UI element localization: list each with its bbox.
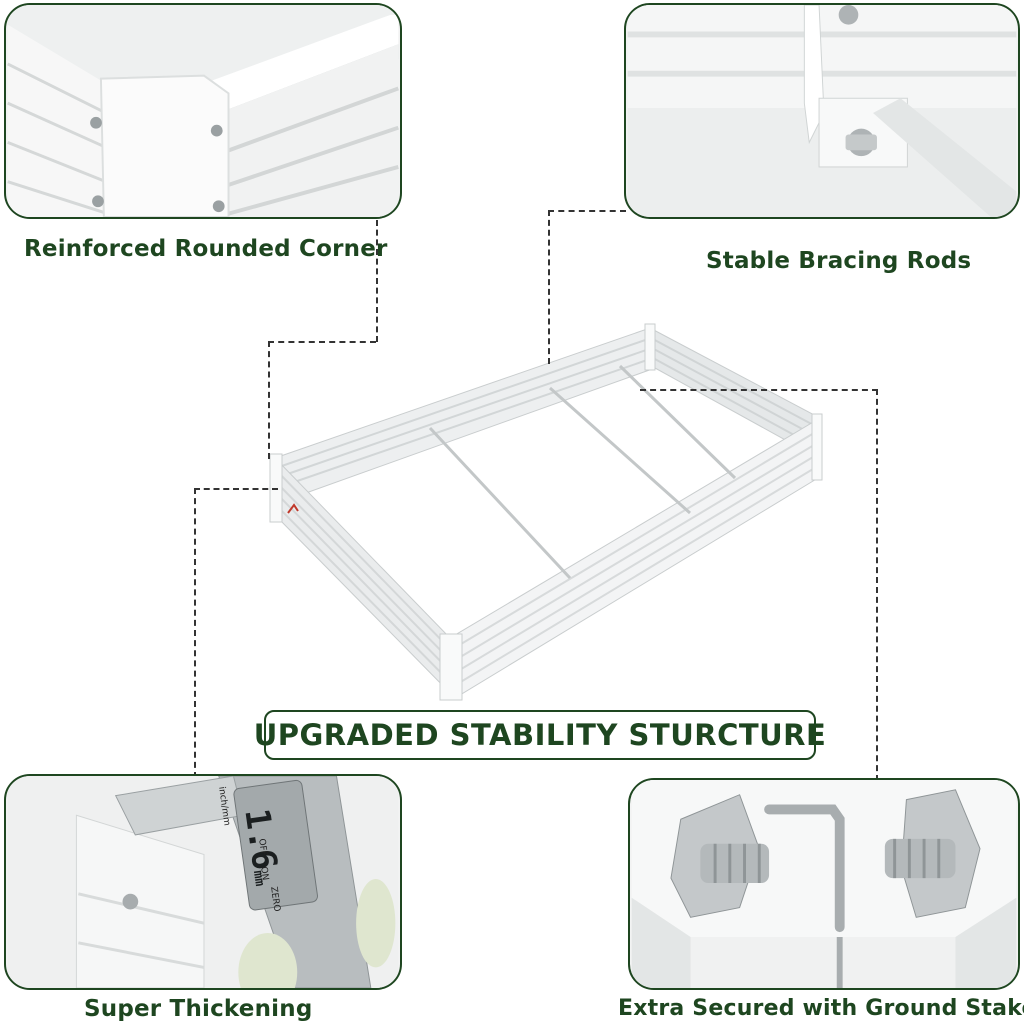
connector-line [640,389,878,391]
feature-caption-stakes: Extra Secured with Ground Stakes [618,996,1024,1021]
connector-line [268,341,376,343]
ground-stakes-illustration [631,780,1017,988]
wing-nut-icon [670,794,770,918]
caliper-illustration [7,776,399,988]
connector-line [194,488,196,778]
connector-line [548,210,626,212]
wing-nut-icon [838,5,859,25]
feature-caption-corner: Reinforced Rounded Corner [24,236,388,262]
thickness-detail-image: inch/mm 1.6mm OFF ON ZERO [4,774,402,990]
corner-illustration [7,5,399,217]
feature-caption-thickness: Super Thickening [84,996,313,1022]
brand-logo-icon [287,503,299,514]
caliper-button-on: ON [258,866,270,882]
screw-icon [122,893,139,910]
connector-line [876,389,878,781]
section-headline: UPGRADED STABILITY STURCTURE [254,710,826,760]
stakes-detail-image [628,778,1020,990]
screw-icon [90,116,102,129]
connector-line [376,220,378,342]
feature-caption-bracing: Stable Bracing Rods [706,248,972,274]
wing-nut-icon [884,789,981,918]
raised-garden-bed-illustration [269,323,823,701]
connector-line [194,488,278,490]
connector-line [268,341,270,459]
corner-detail-image [4,3,402,219]
stake-icon [764,804,845,933]
screw-icon [212,200,225,213]
bracing-detail-image [624,3,1020,219]
screw-icon [92,195,104,208]
connector-line [548,210,550,364]
bracing-illustration [627,5,1017,217]
screw-icon [210,124,223,137]
